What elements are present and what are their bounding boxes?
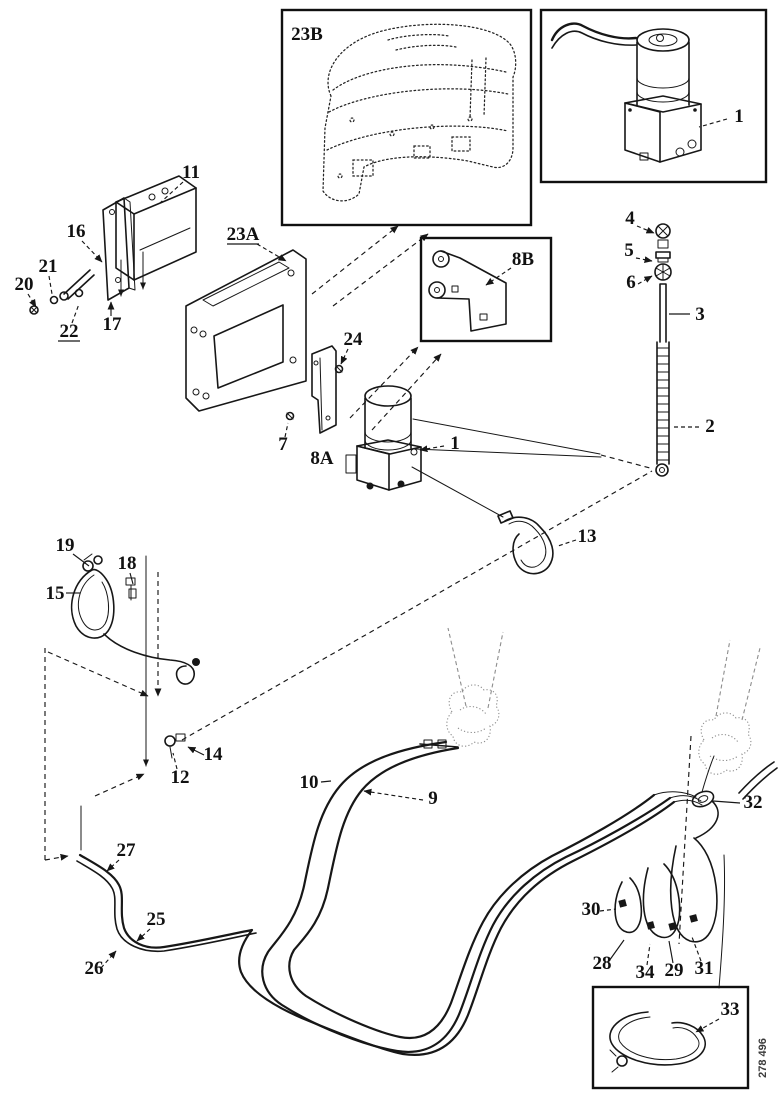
phantom-cylinder-right	[678, 639, 761, 945]
inset-box-dash-panel	[280, 8, 533, 227]
leader-16	[81, 240, 103, 263]
callout-26: 26	[85, 958, 104, 979]
callout-15: 15	[46, 583, 65, 604]
callout-27: 27	[117, 840, 137, 861]
callout-25: 25	[147, 909, 166, 930]
callout-7: 7	[278, 434, 288, 455]
callout-5: 5	[624, 240, 634, 261]
callout-28: 28	[593, 953, 612, 974]
callout-8B: 8B	[512, 249, 535, 270]
callout-6: 6	[626, 272, 636, 293]
hose-run-main	[76, 740, 703, 1056]
callout-2: 2	[705, 416, 715, 437]
callout-17: 17	[103, 314, 123, 335]
leader-8B	[485, 267, 512, 286]
leader-31	[691, 936, 702, 962]
figure-code: 278 496	[757, 1038, 769, 1078]
phantom-cylinder-left	[419, 627, 504, 749]
leader-5	[635, 256, 653, 264]
inset-box-pump	[539, 8, 768, 184]
leader-7	[284, 422, 289, 438]
callout-20: 20	[15, 274, 34, 295]
callout-21: 21	[39, 256, 58, 277]
hose-loop-13	[497, 510, 554, 575]
leader-14	[187, 746, 205, 756]
callout-14: 14	[204, 744, 224, 765]
leader-20	[27, 293, 37, 308]
leader-28	[608, 939, 625, 962]
bracket-8A	[285, 345, 442, 434]
pump-assembly-main	[345, 385, 651, 518]
hose-cluster-right	[614, 755, 778, 989]
callout-12: 12	[171, 767, 190, 788]
callout-34: 34	[636, 962, 656, 983]
callout-30: 30	[582, 899, 601, 920]
leader-10	[320, 780, 332, 783]
inset-box-bracket-8B	[419, 236, 553, 343]
callout-8A: 8A	[310, 448, 334, 469]
control-module-assembly	[29, 175, 197, 315]
callout-19: 19	[56, 535, 75, 556]
callout-23B: 23B	[291, 24, 323, 45]
leader-24	[340, 348, 349, 365]
leader-29	[668, 940, 674, 964]
leader-23A	[256, 243, 287, 262]
leader-9	[363, 788, 424, 801]
callout-9: 9	[428, 788, 438, 809]
leader-27	[106, 859, 120, 872]
clamp-12-14	[164, 470, 653, 759]
callout-11: 11	[182, 162, 200, 183]
callout-22: 22	[60, 321, 79, 342]
callout-23A: 23A	[227, 224, 260, 245]
callout-31: 31	[695, 958, 714, 979]
leader-13	[557, 539, 577, 547]
leader-26	[100, 950, 117, 969]
leader-4	[636, 225, 655, 234]
callout-24: 24	[344, 329, 364, 350]
leader-11	[159, 181, 184, 204]
leader-18	[129, 572, 134, 585]
leader-19	[72, 553, 90, 567]
leader-6	[637, 275, 653, 285]
callout-1-inset: 1	[734, 106, 744, 127]
callout-32: 32	[744, 792, 763, 813]
callout-29: 29	[665, 960, 684, 981]
leader-22	[71, 303, 80, 324]
callout-10: 10	[300, 772, 319, 793]
leader-33	[695, 1018, 720, 1033]
callout-4: 4	[625, 208, 635, 229]
callout-16: 16	[67, 221, 86, 242]
leader-32	[712, 800, 741, 804]
callout-33: 33	[721, 999, 740, 1020]
callout-3: 3	[695, 304, 705, 325]
leader-25	[136, 928, 151, 942]
leader-1-inset	[698, 118, 728, 128]
callout-13: 13	[578, 526, 597, 547]
leader-21	[48, 275, 53, 295]
hose-15-assembly	[44, 553, 200, 861]
callout-1-main: 1	[450, 433, 460, 454]
leader-30	[599, 908, 617, 912]
leader-34	[646, 943, 651, 966]
rod-assembly	[654, 223, 672, 477]
leader-12	[172, 752, 178, 770]
mounting-plate-23A	[185, 225, 429, 412]
callout-18: 18	[118, 553, 137, 574]
